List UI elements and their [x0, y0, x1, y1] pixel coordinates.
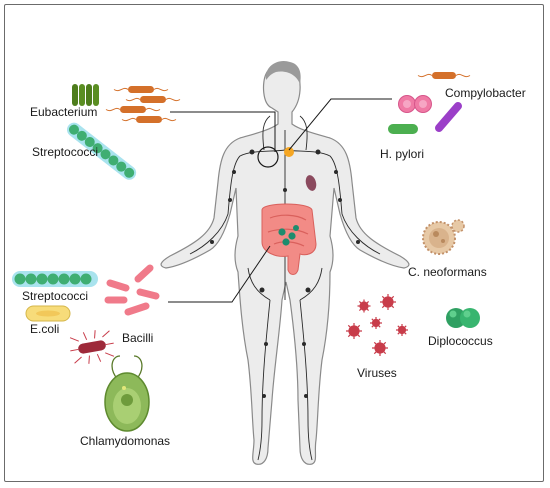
streptococci-chain-top-icon	[66, 122, 137, 180]
viruses-icon	[346, 294, 408, 356]
gut-node	[288, 232, 296, 240]
gut-node	[293, 225, 299, 231]
compylobacter-rod-icon	[417, 72, 471, 79]
hair	[265, 60, 301, 84]
ciliated-bacterium-icon	[69, 330, 115, 364]
connector-stomach	[288, 98, 392, 151]
purple-rod-icon	[435, 102, 462, 132]
label-c-neoformans: C. neoformans	[408, 265, 487, 279]
connector-lines	[168, 98, 392, 303]
connector-neck	[170, 111, 276, 152]
label-h-pylori: H. pylori	[380, 147, 424, 161]
label-eubacterium: Eubacterium	[30, 105, 97, 119]
diplococcus-icon	[446, 308, 480, 328]
eubacterium-icon	[72, 84, 99, 106]
label-streptococci-left: Streptococci	[22, 289, 88, 303]
gut-node	[282, 238, 290, 246]
label-compylobacter: Compylobacter	[445, 86, 526, 100]
bacilli-icon	[104, 264, 160, 316]
connector-gut	[168, 245, 271, 303]
chlamydomonas-icon	[104, 355, 150, 432]
spleen	[305, 175, 317, 191]
figure-border	[4, 4, 544, 482]
e-coli-icon	[25, 305, 71, 322]
label-e-coli: E.coli	[30, 322, 59, 336]
h-pylori-pink-cocci-icon	[398, 95, 432, 113]
label-bacilli: Bacilli	[122, 331, 153, 345]
c-neoformans-icon	[422, 219, 465, 255]
intestines	[261, 203, 317, 275]
label-chlamydomonas: Chlamydomonas	[80, 434, 170, 448]
gut-node	[278, 228, 286, 236]
lymphatic-system	[189, 115, 381, 461]
lymph-nodes	[210, 149, 360, 398]
flagellated-rods-icon	[105, 86, 181, 123]
label-diplococcus: Diplococcus	[428, 334, 493, 348]
h-pylori-green-rod-icon	[388, 124, 418, 134]
neck-node-highlight	[257, 146, 279, 168]
streptococci-chain-left-icon	[12, 271, 98, 287]
label-viruses: Viruses	[357, 366, 397, 380]
stomach-node	[284, 147, 294, 157]
label-streptococci-top: Streptococci	[32, 145, 98, 159]
